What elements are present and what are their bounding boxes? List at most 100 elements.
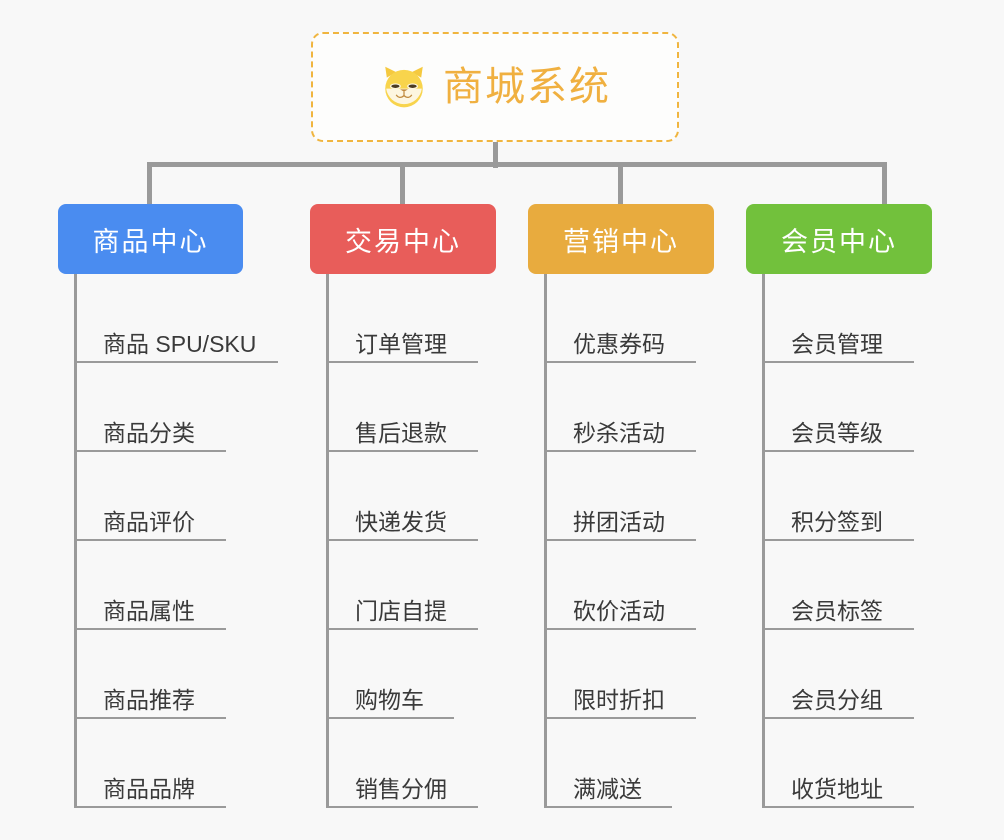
leaf-rule [74,717,226,719]
leaf-rule [762,539,914,541]
shiba-dog-face-icon [385,66,423,109]
leaf-rule [74,450,226,452]
leaf-rule [544,806,672,808]
leaf-rule [544,628,696,630]
leaf-label: 收货地址 [791,776,883,802]
leaf-label: 订单管理 [355,331,447,357]
branch-header-product[interactable]: 商品中心 [58,204,243,274]
leaf-rule [544,539,696,541]
leaf-label: 商品品牌 [103,776,195,802]
connector-drop-2 [400,162,405,204]
branch-header-trade[interactable]: 交易中心 [310,204,496,274]
leaf-rule [544,361,696,363]
leaf-rule [74,539,226,541]
leaf-label: 销售分佣 [355,776,447,802]
leaf-label: 限时折扣 [573,687,665,713]
leaf-item[interactable]: 秒杀活动 [528,363,746,452]
leaf-item[interactable]: 积分签到 [746,452,964,541]
leaf-item[interactable]: 销售分佣 [310,719,528,808]
leaf-label: 会员等级 [791,420,883,446]
leaf-rule [762,450,914,452]
branch-header-label: 交易中心 [345,226,461,257]
leaf-item[interactable]: 商品分类 [58,363,308,452]
leaf-item[interactable]: 商品品牌 [58,719,308,808]
leaf-item[interactable]: 会员管理 [746,274,964,363]
leaf-label: 商品 SPU/SKU [103,331,257,357]
leaf-label: 商品分类 [103,420,195,446]
branch-spine [762,274,765,808]
leaf-item[interactable]: 订单管理 [310,274,528,363]
leaf-label: 会员管理 [791,331,883,357]
leaf-item[interactable]: 拼团活动 [528,452,746,541]
leaf-label: 购物车 [355,687,424,713]
leaf-rule [326,628,478,630]
connector-trunk [493,142,498,168]
branch-column-member: 会员中心 会员管理 会员等级 积分签到 会员标签 会员分组 [746,204,964,808]
leaf-item[interactable]: 售后退款 [310,363,528,452]
leaf-rule [74,628,226,630]
leaf-rule [544,717,696,719]
leaf-label: 快递发货 [355,509,447,535]
leaf-item[interactable]: 商品推荐 [58,630,308,719]
leaf-item[interactable]: 商品 SPU/SKU [58,274,308,363]
branch-header-marketing[interactable]: 营销中心 [528,204,714,274]
connector-drop-4 [882,162,887,204]
root-title: 商城系统 [443,65,611,109]
leaf-rule [326,539,478,541]
leaf-rule [762,717,914,719]
leaf-item[interactable]: 会员标签 [746,541,964,630]
branch-header-label: 商品中心 [92,226,209,257]
leaf-item[interactable]: 满减送 [528,719,746,808]
leaf-item[interactable]: 门店自提 [310,541,528,630]
leaf-label: 商品推荐 [103,687,195,713]
branch-children-product: 商品 SPU/SKU 商品分类 商品评价 商品属性 商品推荐 商品品牌 [58,274,308,808]
leaf-label: 满减送 [573,776,642,802]
leaf-rule [762,628,914,630]
leaf-item[interactable]: 会员分组 [746,630,964,719]
leaf-label: 会员分组 [791,687,883,713]
leaf-rule [74,361,278,363]
leaf-item[interactable]: 商品评价 [58,452,308,541]
leaf-item[interactable]: 会员等级 [746,363,964,452]
branch-header-label: 会员中心 [781,226,897,257]
leaf-item[interactable]: 砍价活动 [528,541,746,630]
branch-spine [544,274,547,808]
leaf-label: 会员标签 [791,598,883,624]
leaf-item[interactable]: 限时折扣 [528,630,746,719]
connector-drop-3 [618,162,623,204]
root-node[interactable]: 商城系统 [311,32,679,142]
branch-children-marketing: 优惠券码 秒杀活动 拼团活动 砍价活动 限时折扣 满减送 [528,274,746,808]
leaf-item[interactable]: 购物车 [310,630,528,719]
leaf-rule [326,717,454,719]
branch-column-trade: 交易中心 订单管理 售后退款 快递发货 门店自提 购物车 [310,204,528,808]
leaf-item[interactable]: 优惠券码 [528,274,746,363]
branch-spine [74,274,77,808]
connector-hbar [147,162,887,167]
leaf-label: 门店自提 [355,598,447,624]
leaf-rule [762,361,914,363]
leaf-label: 砍价活动 [573,598,665,624]
leaf-label: 秒杀活动 [573,420,665,446]
leaf-rule [326,806,478,808]
leaf-rule [762,806,914,808]
branch-children-member: 会员管理 会员等级 积分签到 会员标签 会员分组 收货地址 [746,274,964,808]
branch-header-member[interactable]: 会员中心 [746,204,932,274]
leaf-rule [326,450,478,452]
leaf-item[interactable]: 收货地址 [746,719,964,808]
branch-column-marketing: 营销中心 优惠券码 秒杀活动 拼团活动 砍价活动 限时折扣 [528,204,746,808]
branch-children-trade: 订单管理 售后退款 快递发货 门店自提 购物车 销售分佣 [310,274,528,808]
connector-drop-1 [147,162,152,204]
leaf-label: 优惠券码 [573,331,665,357]
leaf-rule [544,450,696,452]
branch-header-label: 营销中心 [563,226,679,257]
branch-spine [326,274,329,808]
leaf-rule [74,806,226,808]
leaf-item[interactable]: 快递发货 [310,452,528,541]
leaf-label: 商品评价 [103,509,195,535]
leaf-label: 售后退款 [355,420,447,446]
leaf-label: 商品属性 [103,598,195,624]
leaf-item[interactable]: 商品属性 [58,541,308,630]
leaf-rule [326,361,478,363]
branch-column-product: 商品中心 商品 SPU/SKU 商品分类 商品评价 商品属性 商品推荐 [58,204,308,808]
